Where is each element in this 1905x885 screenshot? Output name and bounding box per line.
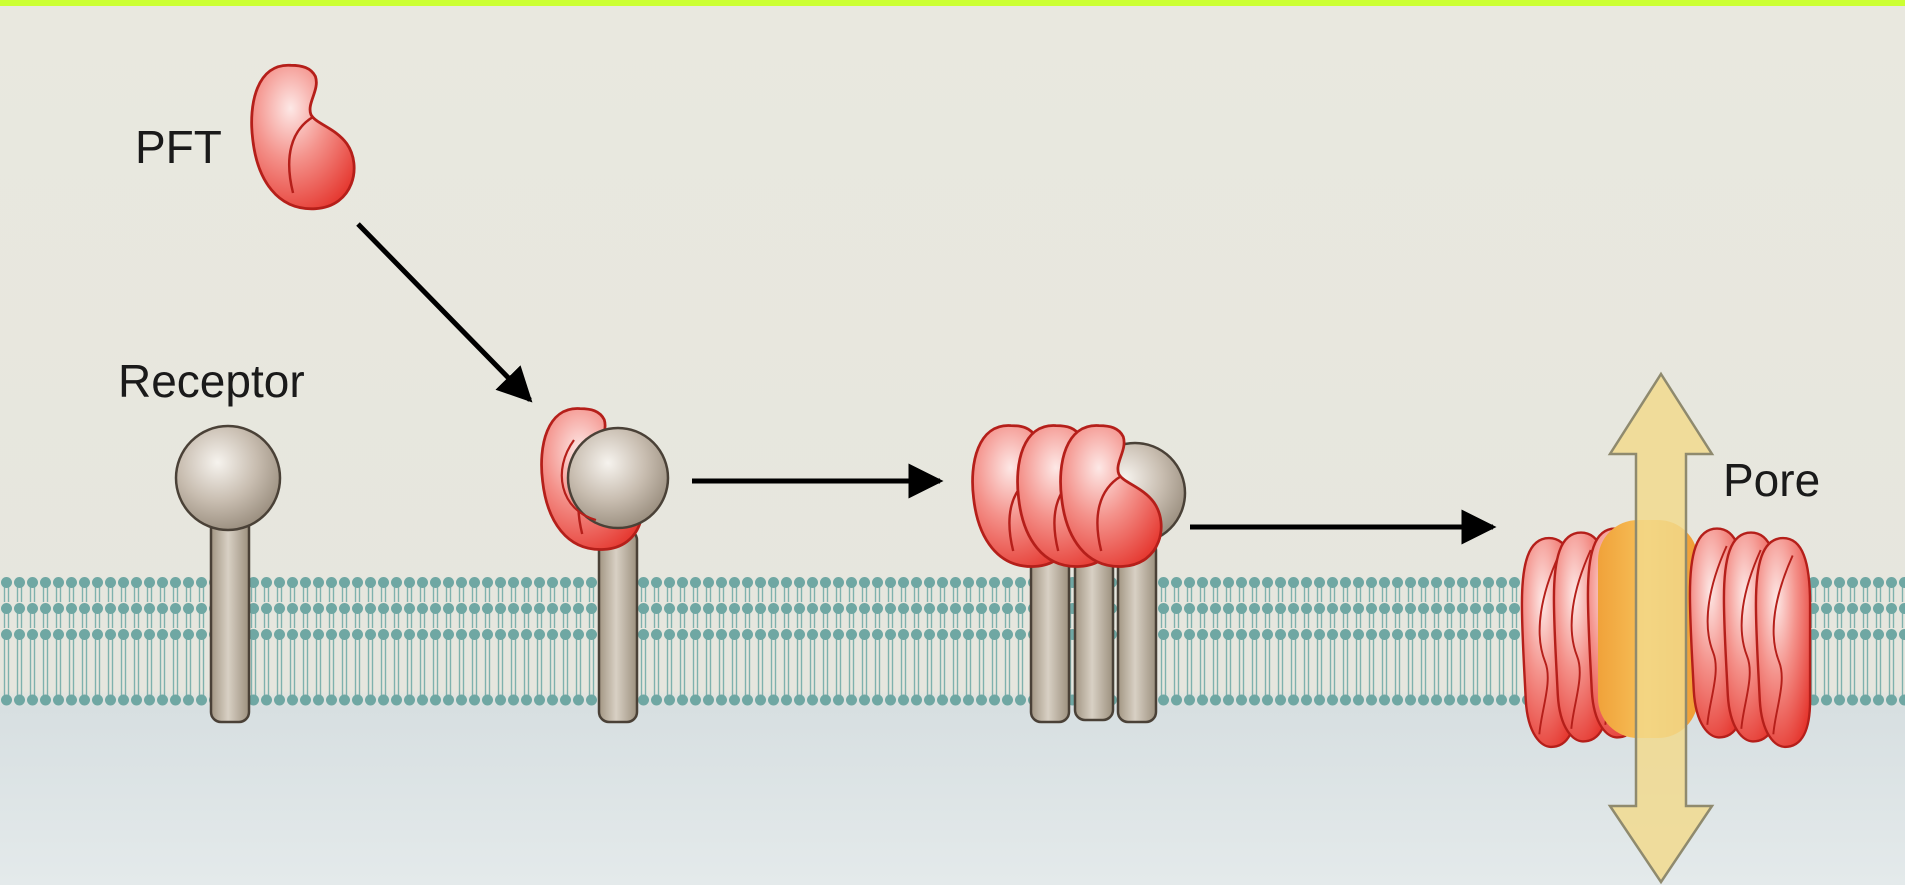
- pft-label: PFT: [135, 121, 222, 173]
- top-border: [0, 0, 1905, 6]
- pore-label: Pore: [1723, 454, 1820, 506]
- receptor-label: Receptor: [118, 355, 305, 407]
